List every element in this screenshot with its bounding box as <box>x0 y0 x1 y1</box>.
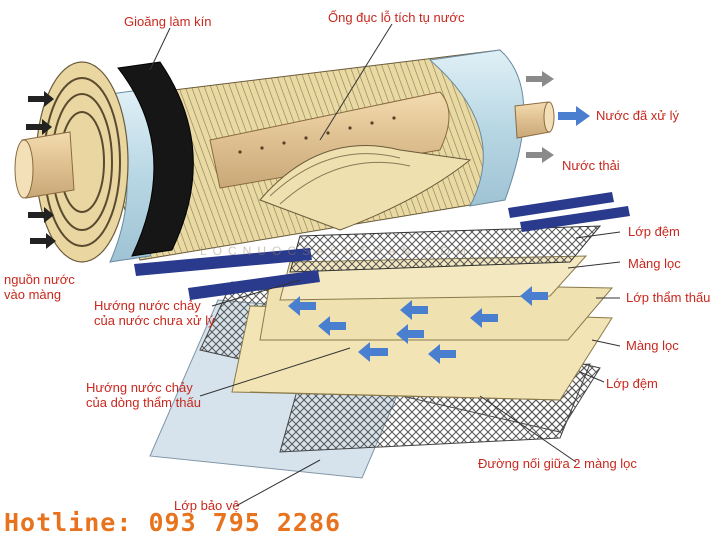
label-permeate-flow-line1: Hướng nước chảy <box>86 380 193 395</box>
label-treated-water: Nước đã xử lý <box>596 108 680 123</box>
label-waste-water: Nước thải <box>562 158 620 173</box>
label-gasket: Gioăng làm kín <box>124 14 212 29</box>
label-permeate-layer: Lớp thẩm thấu <box>626 290 711 305</box>
permeate-flow-arrows <box>288 286 548 364</box>
membrane-cylinder <box>14 49 555 263</box>
watermark: LOCNUOCSACHTOAN.COM.VN <box>200 244 510 258</box>
waste-arrows <box>526 71 554 163</box>
inlet-arrows <box>26 91 56 249</box>
hotline-text: Hotline: 093 795 2286 <box>4 508 342 537</box>
label-spacer-top: Lớp đệm <box>628 224 680 239</box>
label-protective-layer: Lớp bảo vệ <box>174 498 240 513</box>
label-feed-flow-line2: của nước chưa xử lý <box>94 313 215 328</box>
label-permeate-flow-line2: của dòng thẩm thấu <box>86 395 201 410</box>
label-membrane-top: Màng lọc <box>628 256 681 271</box>
label-source-water-line1: nguồn nước <box>4 272 75 287</box>
label-source-water: nguồn nước vào màng <box>4 272 75 302</box>
treated-water-arrow <box>558 106 590 126</box>
seam-line <box>249 391 561 401</box>
label-feed-flow-line1: Hướng nước chảy <box>94 298 201 313</box>
label-perforated-tube: Ống đục lỗ tích tụ nước <box>328 10 465 25</box>
label-permeate-flow: Hướng nước chảy của dòng thẩm thấu <box>86 380 201 410</box>
label-seam: Đường nối giữa 2 màng lọc <box>478 456 637 471</box>
label-spacer-bottom: Lớp đệm <box>606 376 658 391</box>
leader-lines <box>149 23 621 507</box>
label-feed-flow: Hướng nước chảy của nước chưa xử lý <box>94 298 215 328</box>
feed-spacer-bars <box>134 192 630 300</box>
label-source-water-line2: vào màng <box>4 287 62 302</box>
label-membrane-bottom: Màng lọc <box>626 338 679 353</box>
